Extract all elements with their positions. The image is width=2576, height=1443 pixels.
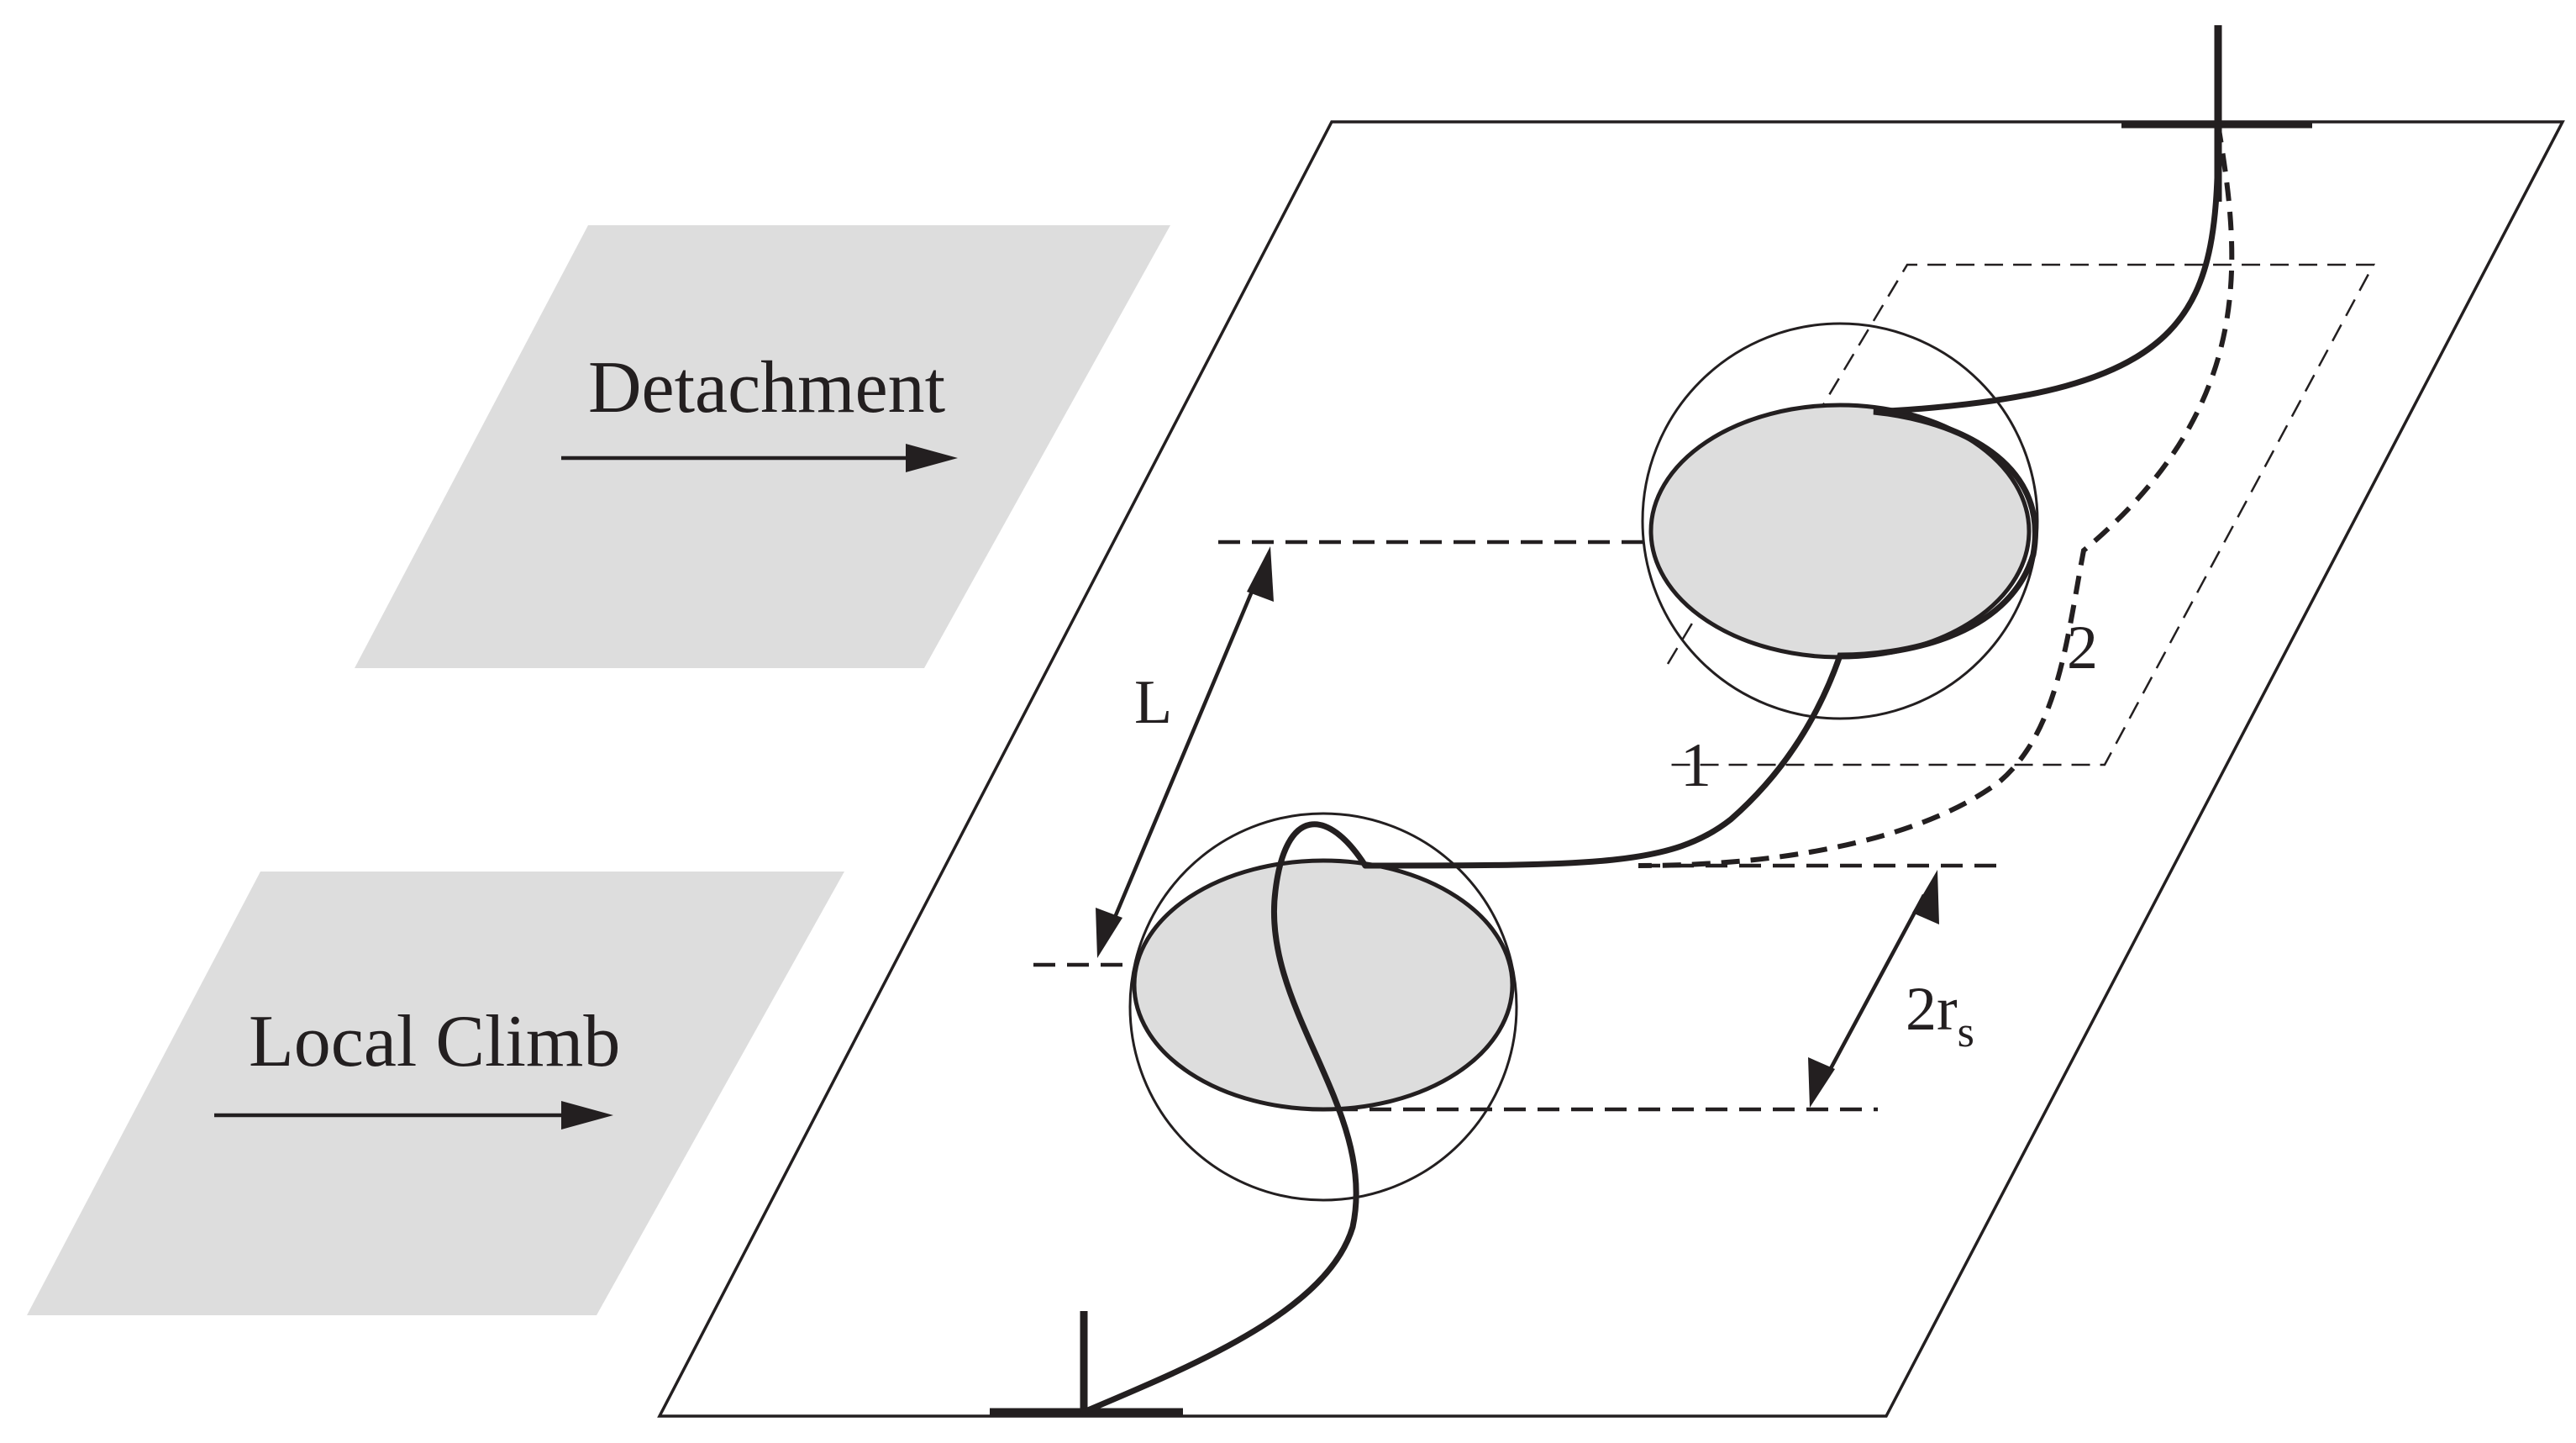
radius-arrow-line [1822, 893, 1926, 1084]
spacing-label: L [1134, 668, 1172, 737]
local-climb-panel [27, 872, 844, 1315]
dislocation-line-bypass [1638, 124, 2235, 868]
spacing-arrow-line [1107, 571, 1263, 932]
spacing-arrow-head-top [1247, 546, 1274, 602]
radius-label-main: 2r [1906, 975, 1958, 1044]
lower-precipitate [1128, 812, 1518, 1202]
detachment-legend: Detachment [355, 225, 1170, 668]
path-1-label: 1 [1680, 731, 1711, 800]
inclined-plane-outline [1664, 263, 2376, 766]
detachment-arrow-head [906, 444, 958, 472]
radius-label: 2rs [1906, 975, 1974, 1056]
local-climb-label: Local Climb [249, 1001, 620, 1082]
lower-precipitate-section [1132, 858, 1515, 1112]
detachment-panel [355, 225, 1170, 668]
local-climb-arrow-head [561, 1101, 613, 1130]
radius-arrow-head-bottom [1808, 1057, 1835, 1108]
lower-sphere [1128, 812, 1518, 1202]
radius-arrow-head-top [1912, 870, 1939, 924]
bottom-pinning-symbol [990, 1311, 1183, 1416]
radius-label-subscript: s [1958, 1009, 1974, 1056]
path-2-label: 2 [2067, 614, 2098, 682]
local-climb-legend: Local Climb [27, 872, 844, 1315]
radius-dimension: 2rs [1808, 870, 1974, 1108]
spacing-arrow-head-bottom [1096, 908, 1122, 958]
dislocation-line-upper [1362, 121, 2221, 869]
spacing-dimension: L [1096, 546, 1274, 958]
dislocation-line-lower [1080, 821, 1369, 1415]
detachment-label: Detachment [588, 347, 945, 429]
